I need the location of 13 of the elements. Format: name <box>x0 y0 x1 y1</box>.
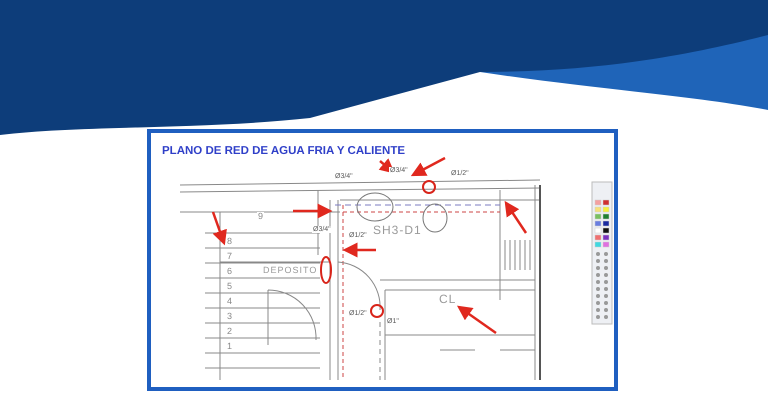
step-number: 8 <box>226 237 234 246</box>
step-number: 9 <box>257 212 264 221</box>
step-number: 5 <box>226 282 234 291</box>
step-number: 6 <box>226 267 234 276</box>
step-number: 1 <box>226 342 234 351</box>
step-number: 3 <box>226 312 234 321</box>
room-label: SH3-D1 <box>372 224 423 236</box>
step-number: 2 <box>226 327 234 336</box>
room-label: CL <box>438 293 458 305</box>
step-number: 7 <box>226 252 234 261</box>
slide-title: PLANO DE RED DE AGUA FRIA Y CALIENTE <box>162 145 406 157</box>
room-label: DEPOSITO <box>262 266 318 275</box>
step-number: 4 <box>226 297 234 306</box>
